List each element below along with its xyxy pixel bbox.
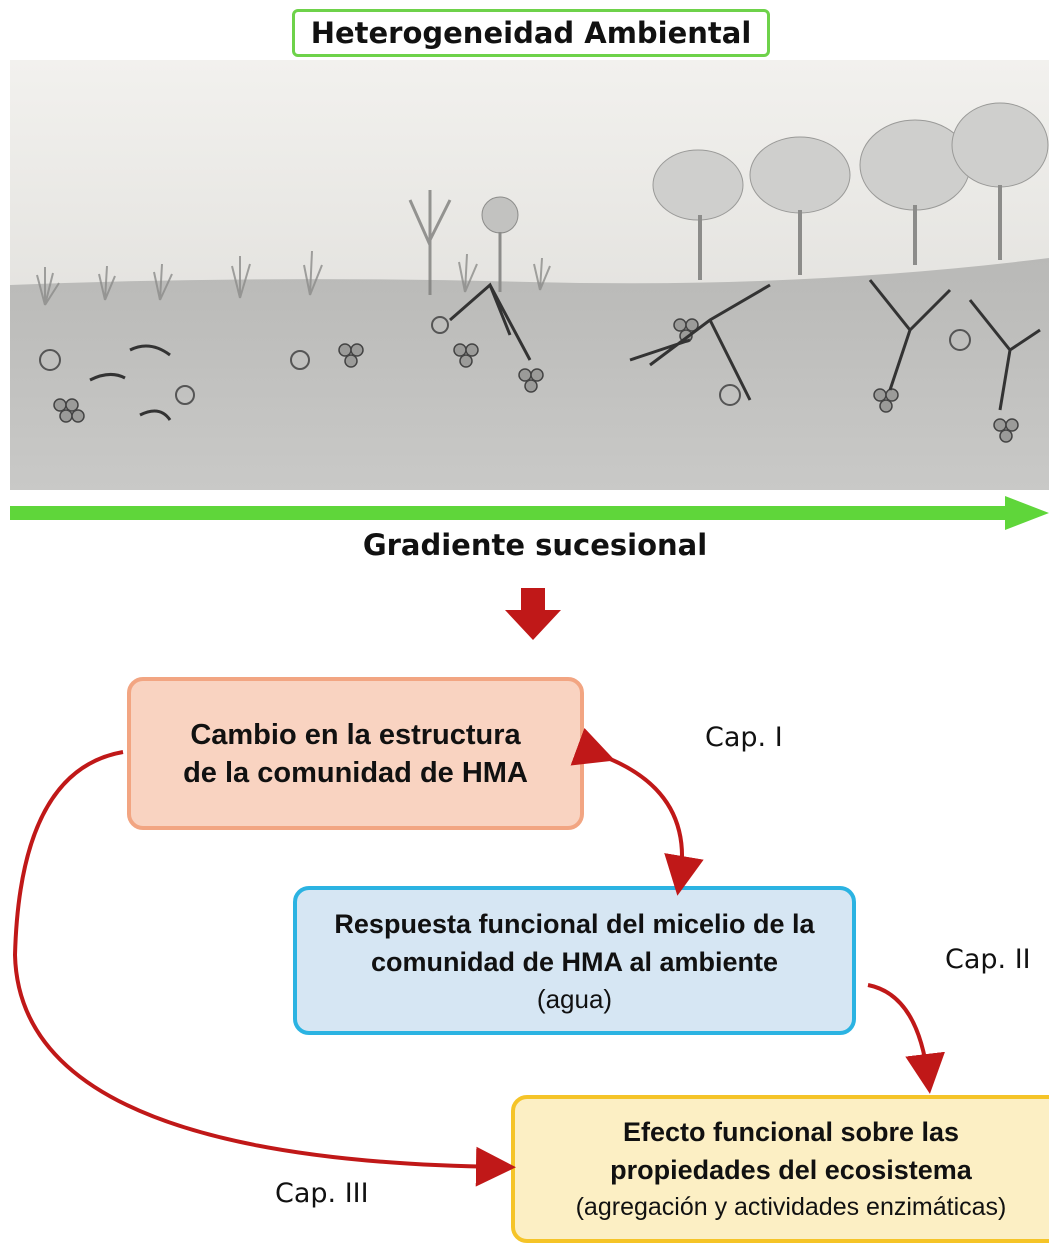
cap1-arrow (570, 727, 704, 896)
gradient-label: Gradiente sucesional (362, 528, 708, 562)
structure-change-line2: de la comunidad de HMA (183, 756, 528, 789)
functional-response-line1: Respuesta funcional del micelio de la (334, 908, 815, 939)
functional-response-box: Respuesta funcional del micelio de la co… (293, 886, 856, 1035)
functional-response-sub: (agua) (536, 983, 613, 1014)
functional-effect-sub: (agregación y actividades enzimáticas) (575, 1193, 1007, 1221)
down-arrow-icon (505, 588, 561, 640)
chapter-2-label: Cap. II (945, 944, 1031, 975)
functional-effect-line1: Efecto funcional sobre las (622, 1117, 960, 1147)
chapter-1-label: Cap. I (705, 722, 783, 753)
cap2-arrow (867, 983, 945, 1094)
functional-effect-box: Efecto funcional sobre las propiedades d… (511, 1095, 1049, 1243)
structure-change-box: Cambio en la estructura de la comunidad … (127, 677, 584, 830)
successional-gradient-arrow (10, 496, 1049, 530)
chapter-3-label: Cap. III (275, 1178, 369, 1209)
diagram-title: Heterogeneidad Ambiental (292, 9, 770, 57)
functional-response-line2: comunidad de HMA al ambiente (370, 946, 779, 977)
functional-effect-line2: propiedades del ecosistema (610, 1155, 972, 1185)
structure-change-line1: Cambio en la estructura (190, 718, 521, 751)
successional-landscape-illustration (10, 60, 1049, 490)
